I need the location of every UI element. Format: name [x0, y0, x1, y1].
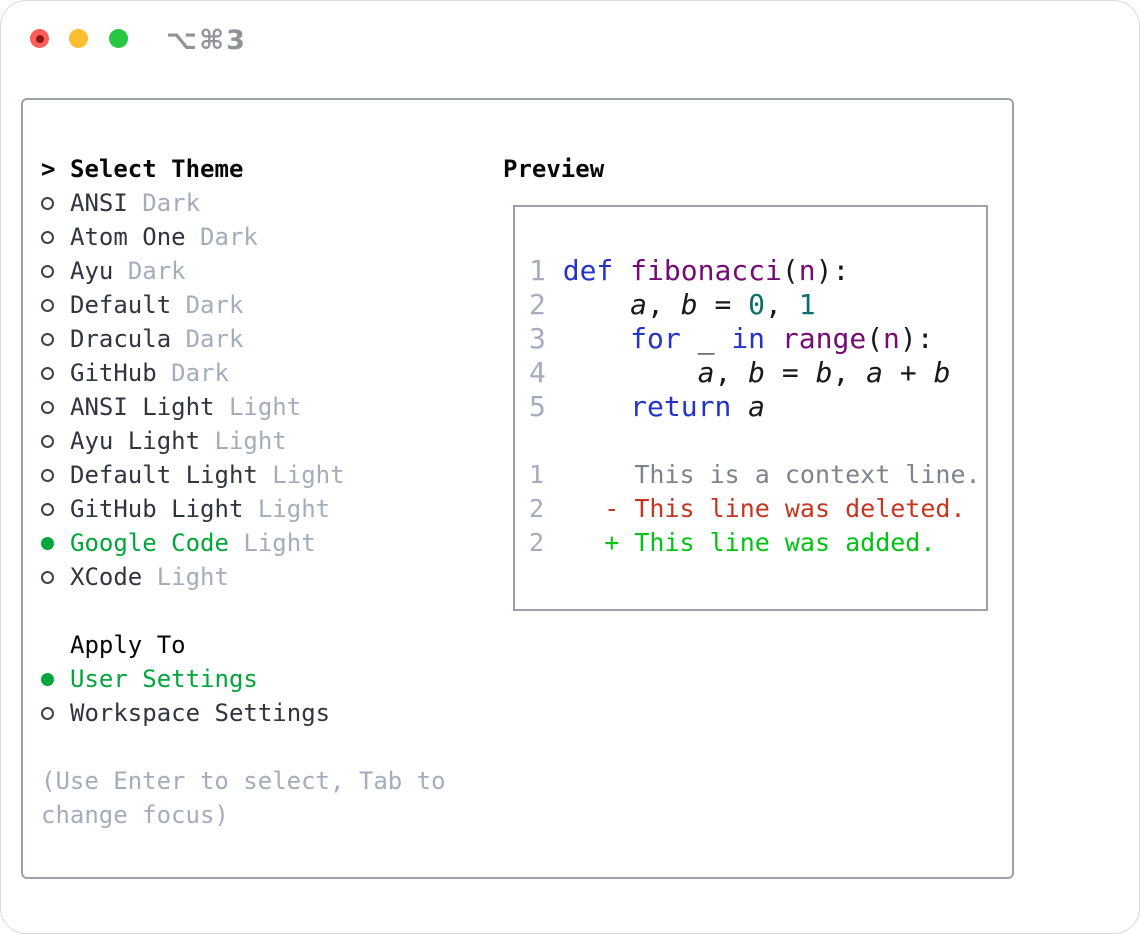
apply-option-workspace-settings[interactable]: Workspace Settings: [41, 696, 491, 730]
option-variant-label: Light: [272, 461, 345, 489]
option-label: Default: [70, 291, 172, 319]
option-label: User Settings: [70, 665, 258, 693]
theme-option-default-light[interactable]: Default Light Light: [41, 458, 491, 492]
option-label: Workspace Settings: [70, 699, 331, 727]
keyboard-hint-line-1: (Use Enter to select, Tab to: [41, 767, 446, 795]
titlebar: ⌥⌘3: [1, 1, 1139, 73]
maximize-button[interactable]: [109, 29, 128, 48]
cursor-prompt-icon: >: [41, 155, 56, 183]
option-variant-label: Dark: [185, 325, 244, 353]
theme-option-dracula[interactable]: Dracula Dark: [41, 322, 491, 356]
theme-option-ayu[interactable]: Ayu Dark: [41, 254, 491, 288]
option-label: Atom One: [70, 223, 186, 251]
code-line: 2 - This line was deleted.: [529, 494, 966, 523]
radio-unselected-icon: [41, 298, 54, 312]
code-line: 5 return a: [529, 390, 766, 423]
radio-selected-icon: [41, 672, 54, 686]
option-variant-label: Light: [214, 427, 287, 455]
theme-option-github-light[interactable]: GitHub Light Light: [41, 492, 491, 526]
theme-option-default[interactable]: Default Dark: [41, 288, 491, 322]
option-variant-label: Dark: [185, 291, 244, 319]
code-line: 4 a, b = b, a + b: [529, 356, 951, 389]
code-line: 2 + This line was added.: [529, 528, 936, 557]
option-label: ANSI: [70, 189, 128, 217]
window-title-shortcut: ⌥⌘3: [166, 25, 247, 56]
option-label: GitHub Light: [70, 495, 244, 523]
code-line: 3 for _ in range(n):: [529, 322, 934, 355]
radio-unselected-icon: [41, 366, 54, 380]
radio-unselected-icon: [41, 706, 54, 720]
apply-to-header: Apply To: [41, 628, 491, 662]
option-label: Default Light: [70, 461, 258, 489]
spacer: [41, 730, 491, 764]
option-label: Ayu: [70, 257, 114, 285]
option-label: Ayu Light: [70, 427, 201, 455]
option-variant-label: Dark: [200, 223, 258, 251]
apply-option-user-settings[interactable]: User Settings: [41, 662, 491, 696]
radio-unselected-icon: [41, 434, 54, 448]
select-theme-title: Select Theme: [70, 155, 244, 183]
radio-unselected-icon: [41, 400, 54, 414]
option-variant-label: Dark: [127, 257, 186, 285]
code-line: 1 def fibonacci(n):: [529, 254, 850, 287]
radio-unselected-icon: [41, 332, 54, 346]
code-blank-line: [529, 424, 986, 458]
close-button[interactable]: [30, 29, 49, 48]
radio-unselected-icon: [41, 230, 54, 244]
theme-option-ansi-light[interactable]: ANSI Light Light: [41, 390, 491, 424]
minimize-button[interactable]: [69, 29, 88, 48]
theme-option-github[interactable]: GitHub Dark: [41, 356, 491, 390]
keyboard-hint-line-2: change focus): [41, 801, 229, 829]
option-label: Google Code: [70, 529, 229, 557]
radio-unselected-icon: [41, 264, 54, 278]
radio-selected-icon: [41, 536, 54, 550]
option-variant-label: Light: [257, 495, 331, 523]
theme-option-ayu-light[interactable]: Ayu Light Light: [41, 424, 491, 458]
radio-unselected-icon: [41, 570, 54, 584]
spacer: [41, 594, 491, 628]
code-line: 2 a, b = 0, 1: [529, 288, 816, 321]
radio-unselected-icon: [41, 468, 54, 482]
option-variant-label: Dark: [171, 359, 229, 387]
option-variant-label: Light: [156, 563, 229, 591]
radio-unselected-icon: [41, 502, 54, 516]
theme-option-ansi[interactable]: ANSI Dark: [41, 186, 491, 220]
preview-heading: Preview: [503, 155, 605, 183]
code-line: 1 This is a context line.: [529, 460, 981, 489]
option-label: Dracula: [70, 325, 172, 353]
option-variant-label: Light: [243, 529, 316, 557]
option-label: GitHub: [70, 359, 157, 387]
option-variant-label: Light: [228, 393, 302, 421]
theme-option-google-code[interactable]: Google Code Light: [41, 526, 491, 560]
radio-unselected-icon: [41, 196, 54, 210]
option-label: ANSI Light: [70, 393, 215, 421]
apply-to-title: Apply To: [70, 631, 186, 659]
option-label: XCode: [70, 563, 143, 591]
theme-option-xcode[interactable]: XCode Light: [41, 560, 491, 594]
option-variant-label: Dark: [142, 189, 201, 217]
theme-option-atom-one[interactable]: Atom One Dark: [41, 220, 491, 254]
select-theme-header: > Select Theme: [41, 152, 491, 186]
